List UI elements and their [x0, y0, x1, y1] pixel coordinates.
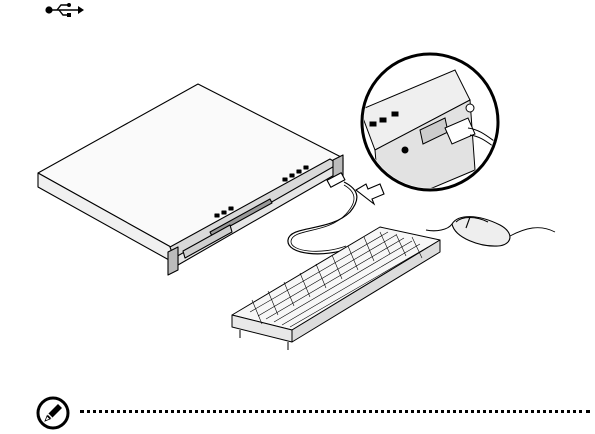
insertion-arrow	[356, 184, 384, 204]
note-dotted-rule	[80, 410, 590, 413]
server-unit	[38, 84, 345, 275]
note-pencil-icon	[36, 396, 70, 430]
keyboard	[232, 227, 440, 350]
magnified-inset	[360, 54, 510, 210]
mouse	[426, 217, 555, 246]
